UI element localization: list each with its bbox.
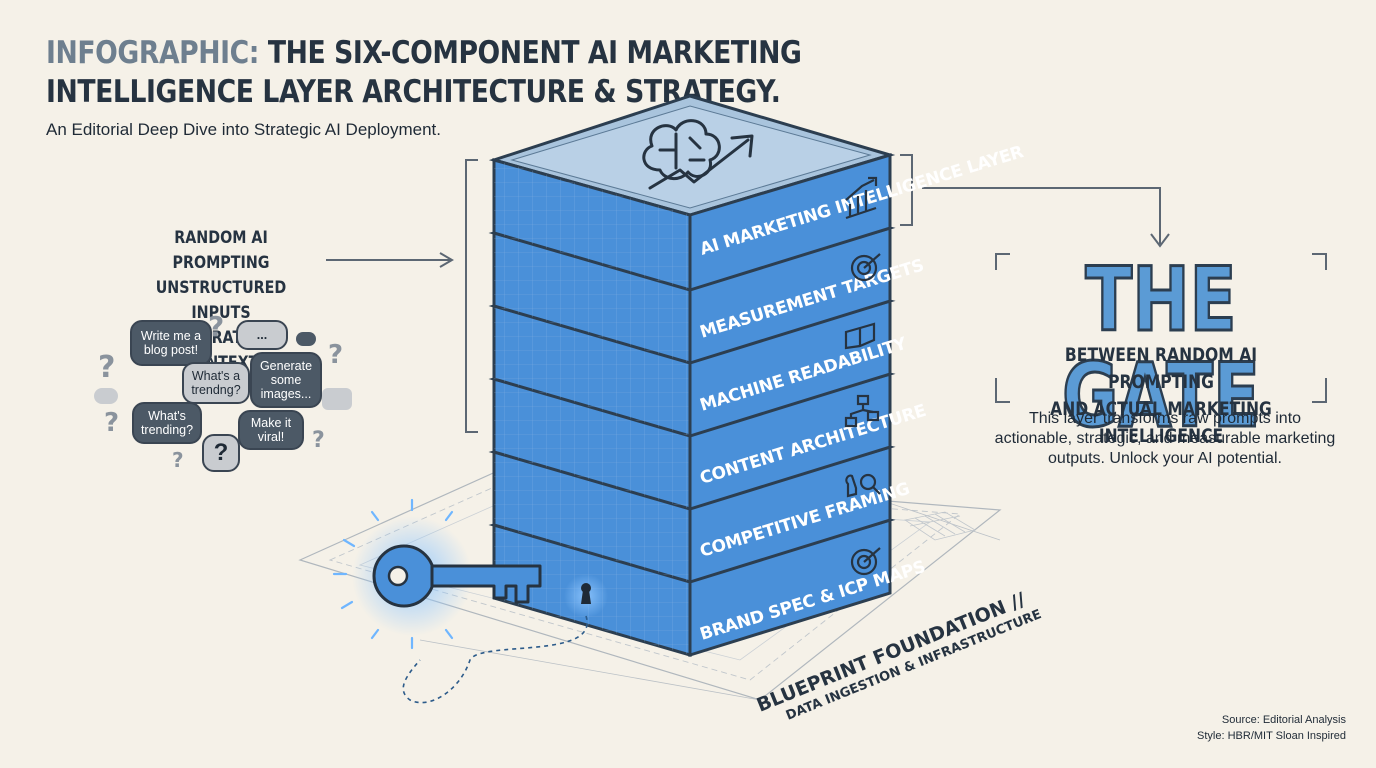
question-mark-icon: ? <box>312 428 325 453</box>
left-bracket <box>465 159 478 433</box>
keyhole-icon <box>564 574 608 618</box>
page-title: INFOGRAPHIC: THE SIX-COMPONENT AI MARKET… <box>46 34 872 112</box>
foundation-subtitle: DATA INGESTION & INFRASTRUCTURE <box>784 607 1044 724</box>
small-bubble <box>94 388 118 404</box>
gate-subtitle-line2: AND ACTUAL MARKETING INTELLIGENCE <box>1050 398 1272 447</box>
source-note: Source: Editorial Analysis Style: HBR/MI… <box>1197 712 1346 744</box>
ellipsis-bubble: ... <box>236 320 288 350</box>
page-subtitle: An Editorial Deep Dive into Strategic AI… <box>46 120 441 139</box>
question-mark-icon: ? <box>328 340 344 370</box>
book-icon <box>844 322 876 350</box>
key-path <box>402 615 588 704</box>
source-line: Source: Editorial Analysis <box>1221 714 1346 726</box>
speech-bubble: Write me a blog post! <box>130 320 212 366</box>
stack-layer-ai-intelligence: AI MARKETING INTELLIGENCE LAYER <box>488 94 1026 293</box>
gate-subtitle-line1: BETWEEN RANDOM AI PROMPTING <box>1064 344 1258 393</box>
gate-arrow <box>922 187 1161 244</box>
hierarchy-icon <box>844 394 880 428</box>
question-mark-icon: ? <box>172 448 184 472</box>
speech-bubble: Generate some images... <box>250 352 322 408</box>
input-arrow <box>326 252 454 268</box>
speech-bubble: Make it viral! <box>238 410 304 450</box>
small-bubble <box>296 332 316 346</box>
small-bubble <box>322 388 352 410</box>
title-lead: INFOGRAPHIC: <box>46 35 259 71</box>
gate-description: This layer transforms raw prompts into a… <box>994 410 1336 467</box>
target-icon <box>850 253 881 282</box>
brain-arrow-icon <box>642 119 754 190</box>
gate-title: THE GATE <box>1061 248 1261 447</box>
label-unstructured-inputs: UNSTRUCTURED INPUTS <box>155 278 287 323</box>
speech-bubble: What's trending? <box>132 402 202 444</box>
style-line: Style: HBR/MIT Sloan Inspired <box>1197 730 1346 742</box>
right-bracket <box>900 154 913 226</box>
key-icon <box>332 498 542 650</box>
chat-bubble-cluster: Write me a blog post! What's a trendng? … <box>90 310 370 480</box>
gate-subtitle: BETWEEN RANDOM AI PROMPTING AND ACTUAL M… <box>1026 342 1297 450</box>
blueprint-base <box>298 469 1002 701</box>
title-rest: THE SIX-COMPONENT AI MARKETING INTELLIGE… <box>46 35 802 110</box>
question-bubble: ? <box>202 434 240 472</box>
target-icon <box>850 547 881 576</box>
speech-bubble: What's a trendng? <box>182 362 250 404</box>
question-mark-icon: ? <box>208 310 225 343</box>
chess-magnifier-icon <box>845 473 881 498</box>
gate-brackets <box>995 253 1327 403</box>
question-mark-icon: ? <box>104 408 120 438</box>
gate-arrow-head <box>1150 233 1170 248</box>
label-random-prompting: RANDOM AI PROMPTING <box>172 228 270 273</box>
question-mark-icon: ? <box>98 350 116 385</box>
growth-chart-icon <box>845 176 878 220</box>
